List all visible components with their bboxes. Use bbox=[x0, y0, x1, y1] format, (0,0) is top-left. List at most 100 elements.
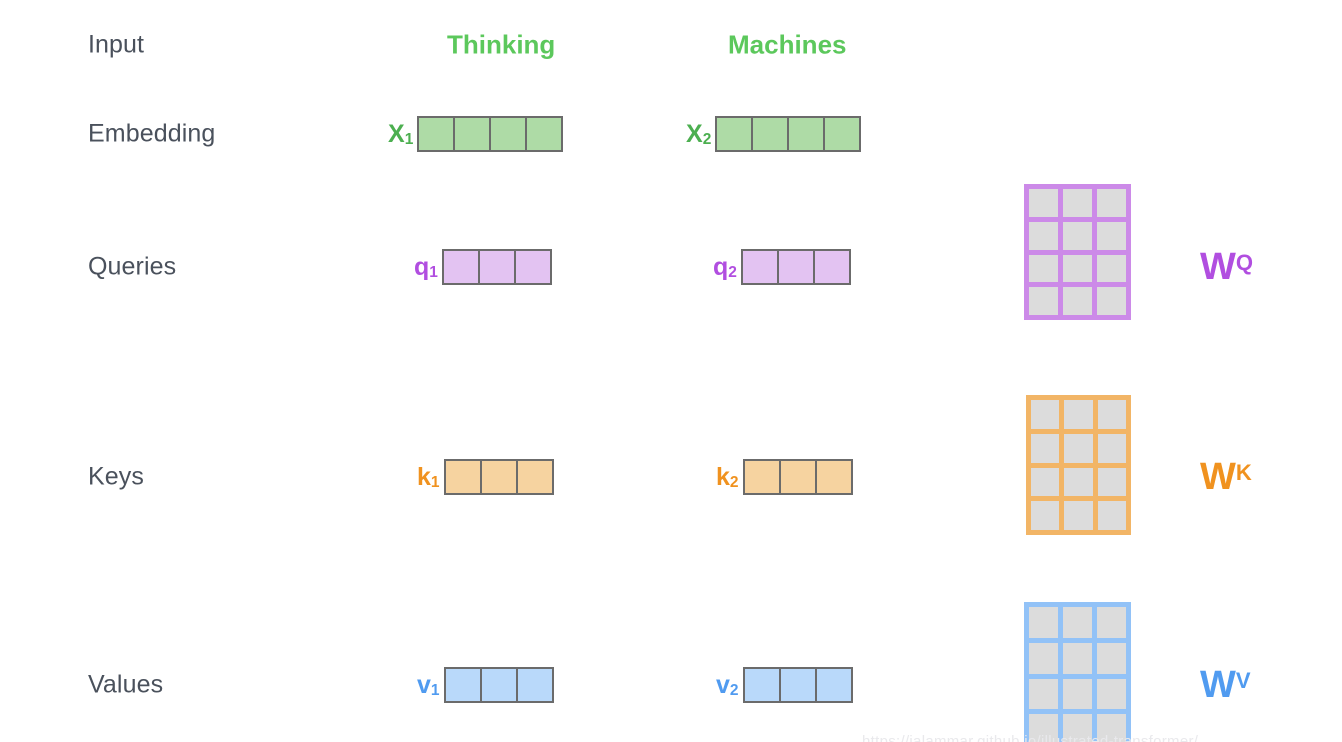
weight-matrix-wk bbox=[1026, 395, 1131, 535]
value-v2-label-base: v bbox=[716, 670, 730, 699]
weight-matrix-wq-cell bbox=[1097, 189, 1126, 217]
key-k2-label-subscript: 2 bbox=[729, 474, 739, 492]
weight-matrix-wq-cell bbox=[1063, 221, 1092, 250]
embedding-x2-cell bbox=[751, 116, 790, 152]
query-q1-cell bbox=[477, 249, 516, 285]
weight-matrix-wv-cell bbox=[1029, 607, 1058, 638]
weight-matrix-wk-label-base: W bbox=[1200, 456, 1236, 498]
weight-matrix-wv-cell bbox=[1097, 642, 1126, 674]
query-q2-label-subscript: 2 bbox=[728, 264, 737, 282]
weight-matrix-wq-label: WQ bbox=[1200, 248, 1253, 286]
embedding-x2-cells bbox=[715, 116, 862, 152]
weight-matrix-wv-cell bbox=[1063, 642, 1092, 674]
value-v2-cell bbox=[742, 667, 781, 703]
embedding-x1: X1 bbox=[388, 116, 564, 152]
weight-matrix-wk-cell bbox=[1064, 433, 1093, 463]
weight-matrix-wq-cell bbox=[1063, 254, 1092, 283]
value-v2-cell bbox=[814, 667, 853, 703]
embedding-x2-label-base: X bbox=[686, 119, 703, 148]
weight-matrix-wq-cell bbox=[1097, 221, 1126, 250]
column-header-thinking: Thinking bbox=[447, 29, 556, 60]
value-v2-cell bbox=[778, 667, 817, 703]
value-v2-label-subscript: 2 bbox=[729, 682, 739, 700]
query-q1: q1 bbox=[414, 249, 552, 285]
embedding-x1-label-subscript: 1 bbox=[404, 131, 414, 149]
weight-matrix-wv-label: WV bbox=[1200, 666, 1251, 704]
key-k2-cell bbox=[742, 459, 781, 495]
weight-matrix-wv-cell bbox=[1063, 607, 1092, 638]
weight-matrix-wv-cell bbox=[1097, 607, 1126, 638]
key-k2-cell bbox=[814, 459, 853, 495]
weight-matrix-wk-cell bbox=[1064, 501, 1093, 530]
weight-matrix-wq-cell bbox=[1029, 221, 1058, 250]
value-v1-cell bbox=[443, 667, 482, 703]
embedding-x2-cell bbox=[715, 116, 754, 152]
row-label-embedding: Embedding bbox=[88, 119, 216, 148]
query-q2-label-base: q bbox=[713, 252, 729, 281]
weight-matrix-wv-cell bbox=[1063, 714, 1092, 742]
weight-matrix-wv-cell bbox=[1029, 678, 1058, 710]
row-label-queries: Queries bbox=[88, 252, 177, 281]
source-watermark: https://jalammar.github.io/illustrated-t… bbox=[862, 733, 1199, 742]
row-label-values: Values bbox=[88, 670, 164, 699]
weight-matrix-wv bbox=[1024, 602, 1131, 742]
weight-matrix-wq-cell bbox=[1029, 254, 1058, 283]
embedding-x2-cell bbox=[787, 116, 826, 152]
weight-matrix-wq bbox=[1024, 184, 1131, 320]
query-q1-label-subscript: 1 bbox=[429, 264, 438, 282]
embedding-x1-label-base: X bbox=[388, 119, 405, 148]
key-k2-label: k2 bbox=[716, 464, 739, 492]
weight-matrix-wv-cell bbox=[1029, 714, 1058, 742]
query-q2-cell bbox=[776, 249, 815, 285]
weight-matrix-wq-cell bbox=[1063, 287, 1092, 315]
embedding-x1-cells bbox=[417, 116, 564, 152]
embedding-x1-label: X1 bbox=[388, 119, 414, 149]
weight-matrix-wq-cell bbox=[1097, 254, 1126, 283]
weight-matrix-wk-cell bbox=[1031, 501, 1060, 530]
key-k1: k1 bbox=[417, 459, 554, 495]
query-q1-cells bbox=[441, 249, 552, 285]
key-k1-cell bbox=[515, 459, 554, 495]
query-q1-cell bbox=[513, 249, 552, 285]
query-q1-cell bbox=[441, 249, 480, 285]
embedding-x1-cell bbox=[417, 116, 456, 152]
embedding-x2: X2 bbox=[686, 116, 862, 152]
weight-matrix-wq-cell bbox=[1029, 189, 1058, 217]
key-k1-label-subscript: 1 bbox=[430, 474, 440, 492]
value-v2-label: v2 bbox=[716, 670, 739, 700]
value-v1-label-base: v bbox=[417, 670, 431, 699]
embedding-x1-cell bbox=[489, 116, 528, 152]
weight-matrix-wk-cell bbox=[1031, 467, 1060, 497]
weight-matrix-wk-cell bbox=[1097, 433, 1126, 463]
weight-matrix-wq-label-base: W bbox=[1200, 246, 1236, 288]
value-v2-cells bbox=[742, 667, 853, 703]
weight-matrix-wv-cell bbox=[1097, 678, 1126, 710]
weight-matrix-wv-cell bbox=[1029, 642, 1058, 674]
weight-matrix-wk-cell bbox=[1097, 400, 1126, 429]
embedding-x1-cell bbox=[525, 116, 564, 152]
weight-matrix-wk-cell bbox=[1097, 501, 1126, 530]
weight-matrix-wq-label-superscript: Q bbox=[1235, 249, 1254, 275]
weight-matrix-wv-label-superscript: V bbox=[1235, 667, 1251, 693]
value-v2: v2 bbox=[716, 667, 853, 703]
embedding-x2-cell bbox=[823, 116, 862, 152]
weight-matrix-wv-cell bbox=[1063, 678, 1092, 710]
query-q1-label-base: q bbox=[414, 252, 430, 281]
key-k2-cell bbox=[778, 459, 817, 495]
embedding-x1-cell bbox=[453, 116, 492, 152]
value-v1-cells bbox=[443, 667, 554, 703]
query-q2: q2 bbox=[713, 249, 851, 285]
weight-matrix-wq-cell bbox=[1029, 287, 1058, 315]
query-q2-cells bbox=[740, 249, 851, 285]
key-k2-cells bbox=[742, 459, 853, 495]
key-k1-label: k1 bbox=[417, 464, 440, 492]
weight-matrix-wk-cell bbox=[1031, 400, 1060, 429]
value-v1-cell bbox=[515, 667, 554, 703]
value-v1-label-subscript: 1 bbox=[430, 682, 440, 700]
weight-matrix-wv-label-base: W bbox=[1200, 664, 1236, 706]
query-q2-cell bbox=[740, 249, 779, 285]
row-label-keys: Keys bbox=[88, 462, 144, 491]
weight-matrix-wk-cell bbox=[1031, 433, 1060, 463]
weight-matrix-wv-cell bbox=[1097, 714, 1126, 742]
